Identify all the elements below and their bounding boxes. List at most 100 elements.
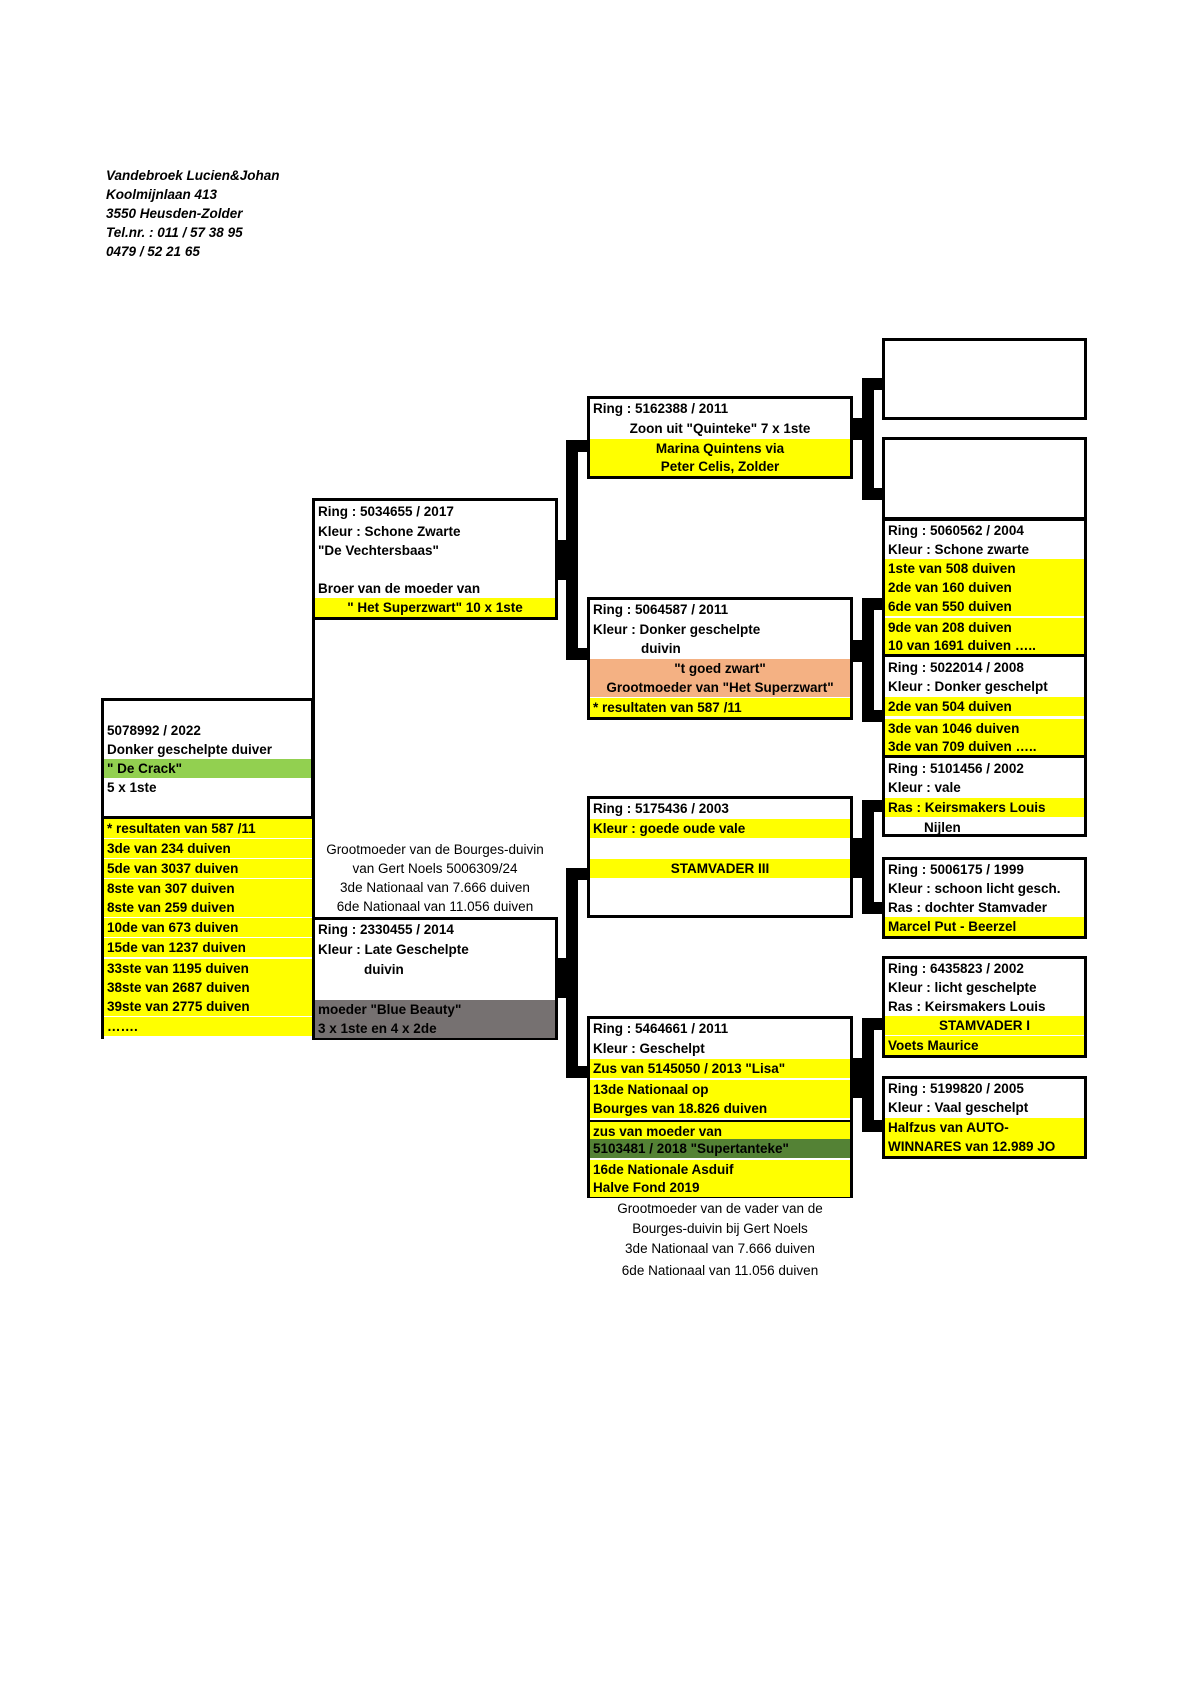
great-grandfather-card: Ring : 5022014 / 2008 Kleur : Donker ges… bbox=[882, 654, 1087, 758]
ggm-color: Kleur : Vaal geschelpt bbox=[888, 1100, 1029, 1115]
pgm-ring: Ring : 5064587 / 2011 bbox=[593, 602, 729, 617]
result-item: 15de van 1237 duiven bbox=[104, 938, 312, 957]
ggf-owner: Voets Maurice bbox=[885, 1036, 1084, 1055]
mgm-line: Halve Fond 2019 bbox=[590, 1178, 850, 1197]
pgm-color-cont: duivin bbox=[641, 641, 681, 656]
pgf-line: Zoon uit "Quinteke" 7 x 1ste bbox=[629, 421, 811, 436]
ggm-ring: Ring : 5101456 / 2002 bbox=[888, 761, 1024, 776]
great-grandparent-empty-card bbox=[882, 437, 1087, 520]
ggm-result: 10 van 1691 duiven ….. bbox=[885, 636, 1084, 655]
main-pigeon-wins: 5 x 1ste bbox=[107, 780, 157, 795]
great-grandmother-card: Ring : 5101456 / 2002 Kleur : vale Ras :… bbox=[882, 755, 1087, 837]
ggf-ras: Ras : Keirsmakers Louis bbox=[888, 999, 1046, 1014]
ggf-color: Kleur : schoon licht gesch. bbox=[888, 881, 1061, 896]
connector bbox=[566, 440, 578, 658]
ggf-owner: Marcel Put - Beerzel bbox=[885, 917, 1084, 936]
result-item: 38ste van 2687 duiven bbox=[104, 978, 312, 997]
ggf-ras: Ras : dochter Stamvader bbox=[888, 900, 1048, 915]
result-item: 3de van 234 duiven bbox=[104, 839, 312, 858]
mother-note: moeder "Blue Beauty" bbox=[315, 1000, 555, 1019]
ggm-result: 1ste van 508 duiven bbox=[885, 559, 1084, 578]
ggf-result: 2de van 504 duiven bbox=[885, 697, 1084, 716]
mgm-ring: Ring : 5464661 / 2011 bbox=[593, 1021, 729, 1036]
mother-card: Ring : 2330455 / 2014 Kleur : Late Gesch… bbox=[312, 917, 558, 1040]
mgm-color: Kleur : Geschelpt bbox=[593, 1041, 705, 1056]
connector bbox=[862, 598, 874, 720]
mgm-note-line: Bourges-duivin bij Gert Noels bbox=[632, 1221, 808, 1236]
ggf-color: Kleur : Donker geschelpt bbox=[888, 679, 1048, 694]
connector bbox=[566, 1066, 590, 1078]
mgf-name: STAMVADER III bbox=[590, 859, 850, 878]
result-item: * resultaten van 587 /11 bbox=[104, 819, 312, 838]
mgm-line: zus van moeder van bbox=[590, 1120, 850, 1139]
connector bbox=[862, 378, 884, 390]
great-grandparent-empty-card bbox=[882, 338, 1087, 420]
ggm-ras: Ras : Keirsmakers Louis bbox=[885, 798, 1084, 817]
father-note: Broer van de moeder van bbox=[318, 581, 481, 596]
connector bbox=[566, 440, 590, 452]
mother-color: Kleur : Late Geschelpte bbox=[318, 942, 469, 957]
connector bbox=[862, 800, 884, 812]
mgf-color: Kleur : goede oude vale bbox=[590, 819, 850, 838]
ggf-result: 3de van 709 duiven ….. bbox=[885, 737, 1084, 756]
mgm-line: 5103481 / 2018 "Supertanteke" bbox=[590, 1139, 850, 1158]
ggm-color: Kleur : Schone zwarte bbox=[888, 542, 1030, 557]
ggf-name: STAMVADER I bbox=[885, 1016, 1084, 1035]
father-color: Kleur : Schone Zwarte bbox=[318, 524, 461, 539]
result-item: 33ste van 1195 duiven bbox=[104, 959, 312, 978]
main-pigeon-card: 5078992 / 2022 Donker geschelpte duiver … bbox=[101, 698, 314, 819]
connector bbox=[862, 710, 884, 722]
maternal-grandmother-card: Ring : 5464661 / 2011 Kleur : Geschelpt … bbox=[587, 1016, 853, 1198]
breeder-name: Vandebroek Lucien&Johan bbox=[106, 168, 280, 183]
connector bbox=[862, 1018, 884, 1030]
ggm-ring: Ring : 5060562 / 2004 bbox=[888, 523, 1024, 538]
great-grandfather-card: Ring : 6435823 / 2002 Kleur : licht gesc… bbox=[882, 956, 1087, 1058]
pgm-results: * resultaten van 587 /11 bbox=[590, 698, 850, 717]
pgf-ring: Ring : 5162388 / 2011 bbox=[593, 401, 729, 416]
connector bbox=[566, 648, 590, 660]
mgm-note-line: 6de Nationaal van 11.056 duiven bbox=[621, 1263, 819, 1278]
mgm-line: Bourges van 18.826 duiven bbox=[590, 1099, 850, 1118]
pgf-origin: Peter Celis, Zolder bbox=[590, 457, 850, 476]
ggm-result: 9de van 208 duiven bbox=[885, 618, 1084, 637]
ggf-ring: Ring : 5022014 / 2008 bbox=[888, 660, 1024, 675]
connector bbox=[862, 378, 874, 498]
pgm-name: "t goed zwart" bbox=[590, 659, 850, 678]
ggm-color: Kleur : vale bbox=[888, 780, 961, 795]
pgm-note: Grootmoeder van "Het Superzwart" bbox=[590, 678, 850, 697]
main-results-list: * resultaten van 587 /11 3de van 234 dui… bbox=[101, 819, 312, 1039]
mother-note-line: 6de Nationaal van 11.056 duiven bbox=[336, 899, 534, 914]
breeder-mobile: 0479 / 52 21 65 bbox=[106, 244, 200, 259]
breeder-phone: Tel.nr. : 011 / 57 38 95 bbox=[106, 225, 243, 240]
result-item: 10de van 673 duiven bbox=[104, 918, 312, 937]
breeder-street: Koolmijnlaan 413 bbox=[106, 187, 218, 202]
main-pigeon-color: Donker geschelpte duiver bbox=[107, 742, 273, 757]
mother-note-line: 3de Nationaal van 7.666 duiven bbox=[340, 880, 530, 895]
great-grandfather-card: Ring : 5006175 / 1999 Kleur : schoon lic… bbox=[882, 857, 1087, 939]
ggm-note: WINNARES van 12.989 JO bbox=[885, 1137, 1084, 1156]
connector bbox=[862, 800, 874, 912]
mgm-note-line: 3de Nationaal van 7.666 duiven bbox=[625, 1241, 815, 1256]
ggf-color: Kleur : licht geschelpte bbox=[888, 980, 1037, 995]
ggf-ring: Ring : 5006175 / 1999 bbox=[888, 862, 1024, 877]
result-item: 39ste van 2775 duiven bbox=[104, 997, 312, 1016]
connector bbox=[566, 868, 578, 1076]
result-item: 5de van 3037 duiven bbox=[104, 859, 312, 878]
ggm-ring: Ring : 5199820 / 2005 bbox=[888, 1081, 1024, 1096]
pgm-color: Kleur : Donker geschelpte bbox=[593, 622, 761, 637]
mother-note-line: Grootmoeder van de Bourges-duivin bbox=[326, 842, 544, 857]
mgm-note-line: Grootmoeder van de vader van de bbox=[617, 1201, 823, 1216]
father-ring: Ring : 5034655 / 2017 bbox=[318, 504, 454, 519]
result-item: ……. bbox=[104, 1017, 312, 1036]
father-note-highlight: " Het Superzwart" 10 x 1ste bbox=[315, 598, 555, 617]
pgf-origin: Marina Quintens via bbox=[590, 439, 850, 458]
ggf-ring: Ring : 6435823 / 2002 bbox=[888, 961, 1024, 976]
connector bbox=[862, 598, 884, 610]
mother-color-cont: duivin bbox=[364, 962, 404, 977]
connector bbox=[566, 868, 590, 880]
connector bbox=[862, 1018, 874, 1130]
maternal-grandfather-card: Ring : 5175436 / 2003 Kleur : goede oude… bbox=[587, 796, 853, 918]
result-item: 8ste van 259 duiven bbox=[104, 898, 312, 917]
main-pigeon-name: " De Crack" bbox=[104, 759, 311, 778]
ggm-place: Nijlen bbox=[924, 820, 961, 835]
